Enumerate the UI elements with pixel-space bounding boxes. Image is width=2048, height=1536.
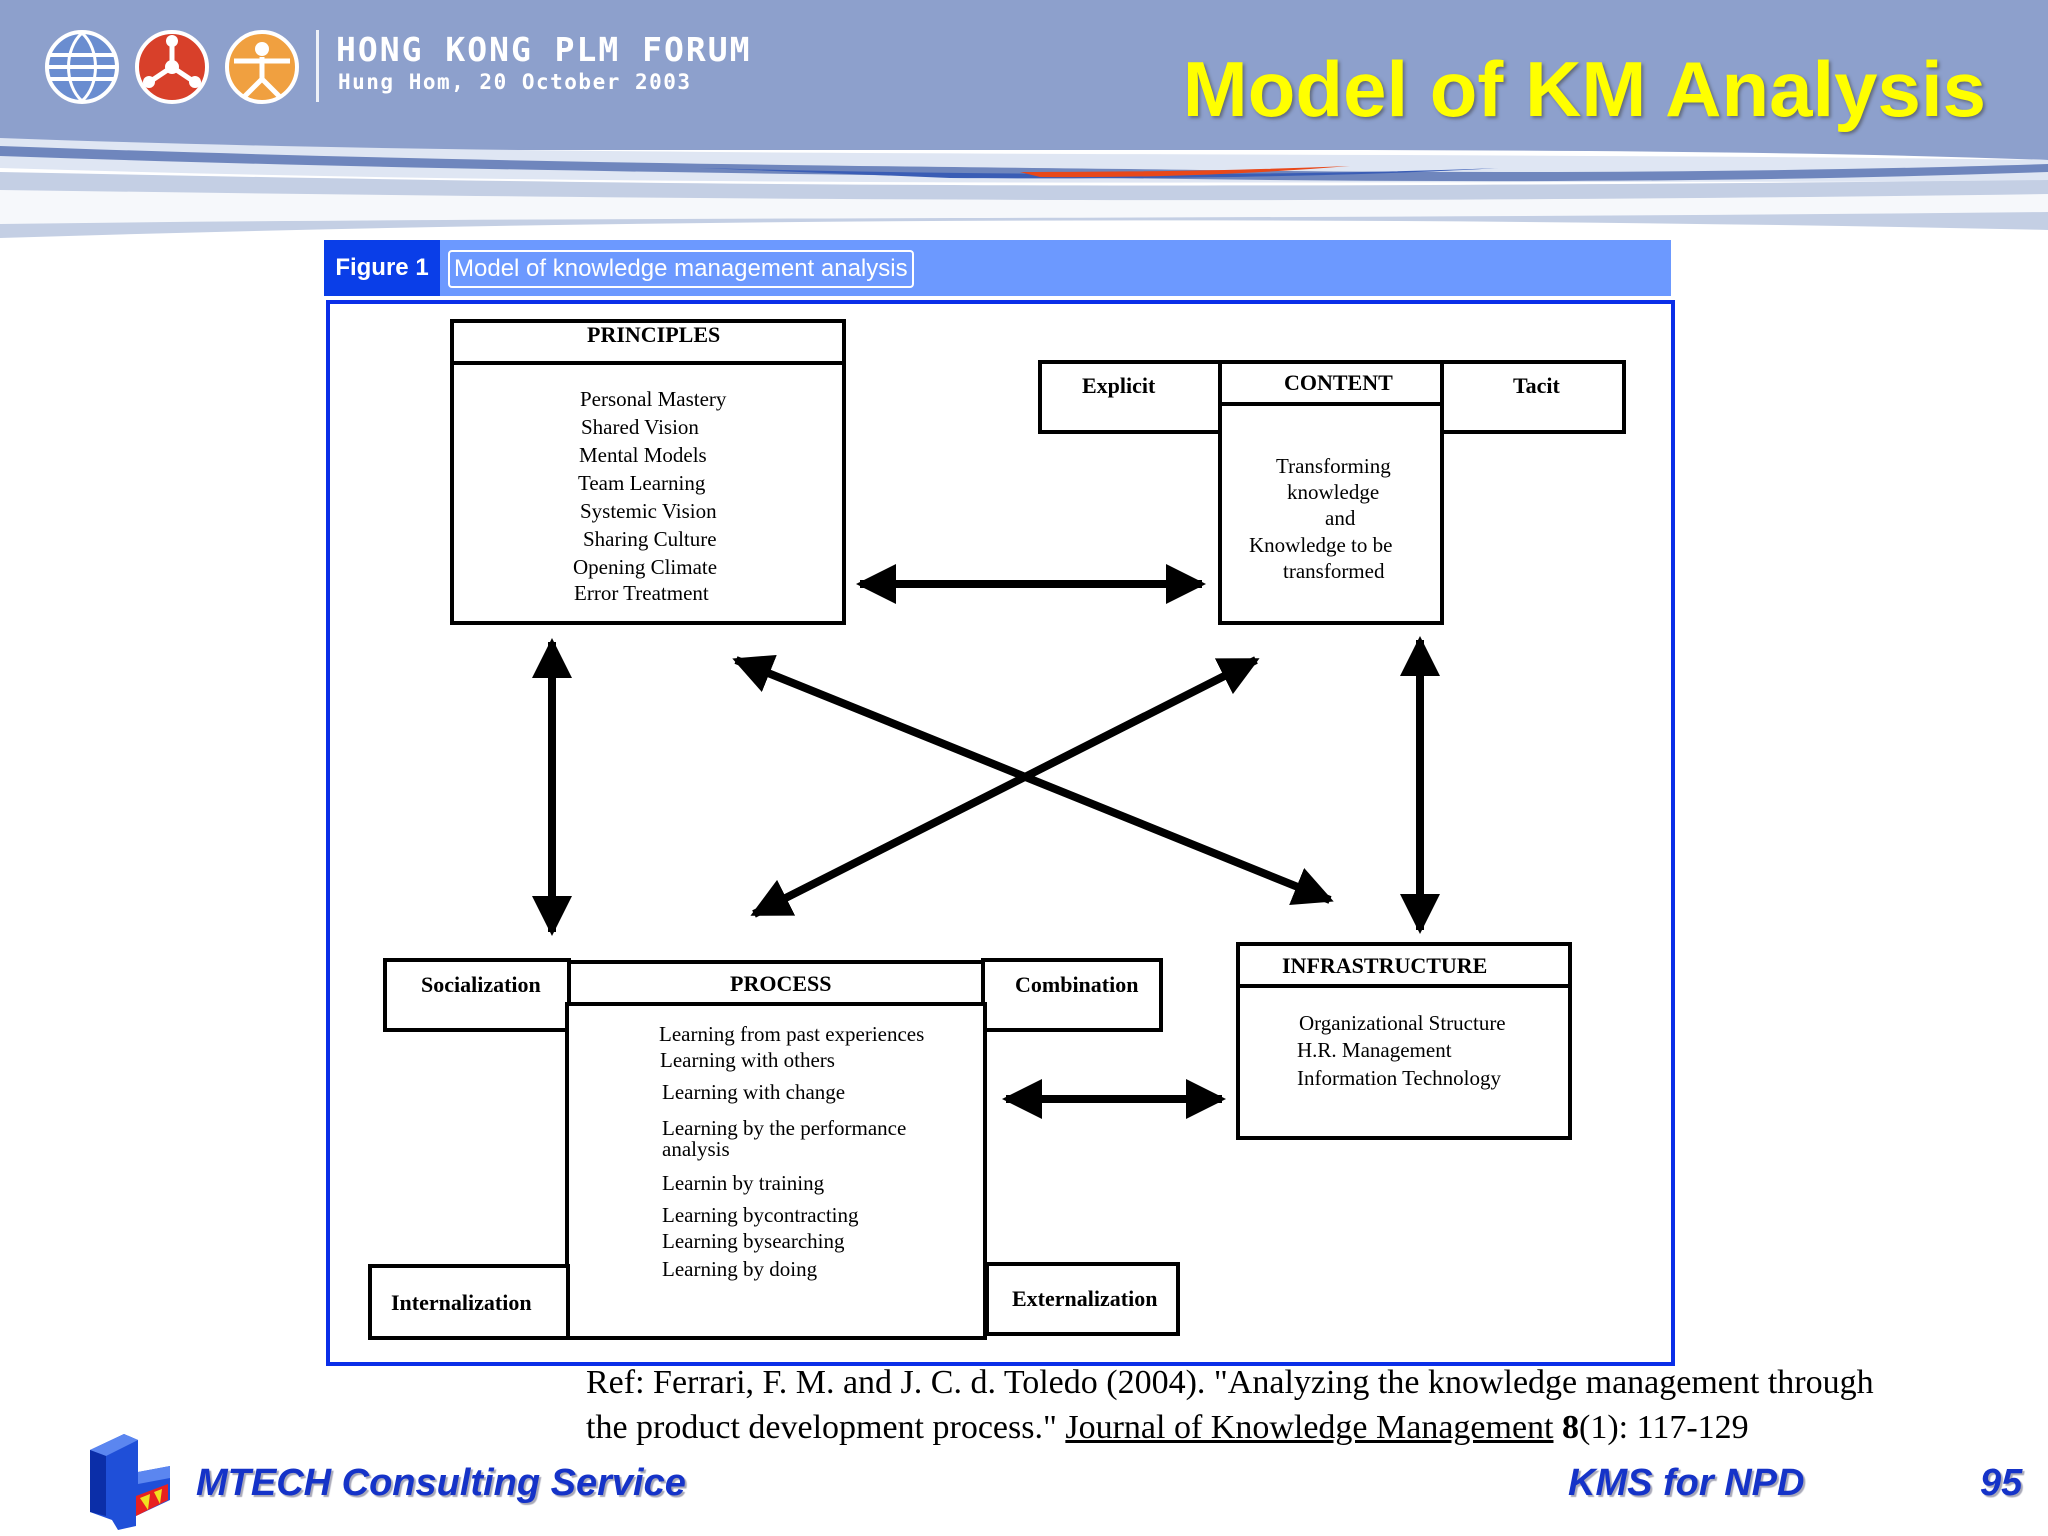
principles-item: Team Learning	[578, 471, 706, 495]
reference-citation: Ref: Ferrari, F. M. and J. C. d. Toledo …	[586, 1360, 1874, 1450]
process-item: analysis	[662, 1137, 730, 1161]
logo-separator	[316, 30, 319, 102]
forum-logos	[44, 28, 300, 106]
figure-caption-bar: Figure 1 Model of knowledge management a…	[324, 240, 1671, 296]
infrastructure-item: H.R. Management	[1297, 1038, 1452, 1062]
content-line: and	[1325, 506, 1356, 530]
principles-item: Systemic Vision	[580, 499, 717, 523]
content-box	[1218, 402, 1444, 625]
process-item: Learning with change	[662, 1080, 846, 1104]
globe-logo-icon	[45, 30, 119, 104]
reference-pages: (1): 117-129	[1579, 1409, 1749, 1446]
principles-item: Error Treatment	[574, 581, 709, 605]
reference-line-2: the product development process." Journa…	[586, 1405, 1874, 1450]
infrastructure-box	[1236, 984, 1572, 1140]
principles-item: Personal Mastery	[580, 387, 727, 411]
explicit-label: Explicit	[1082, 373, 1156, 398]
header-swoosh-decoration	[0, 120, 2048, 238]
footer-page-number: 95	[1980, 1462, 2023, 1504]
footer-company: MTECH Consulting Service	[196, 1462, 686, 1504]
forum-subtitle: Hung Hom, 20 October 2003	[338, 70, 692, 94]
socialization-label: Socialization	[421, 972, 541, 997]
process-item: Learning from past experiences	[659, 1022, 925, 1046]
infrastructure-item: Information Technology	[1297, 1066, 1502, 1090]
forum-title: HONG KONG PLM FORUM	[336, 30, 752, 69]
infrastructure-title: INFRASTRUCTURE	[1282, 953, 1488, 978]
principles-item: Mental Models	[579, 443, 707, 467]
principles-item: Sharing Culture	[583, 527, 717, 551]
combination-label: Combination	[1015, 972, 1139, 997]
figure-caption: Model of knowledge management analysis	[448, 250, 914, 288]
mtech-cube-logo-icon	[90, 1434, 170, 1530]
combination-box	[981, 958, 1163, 1032]
process-item: Learning by the performance	[662, 1116, 907, 1140]
tacit-label: Tacit	[1513, 373, 1560, 398]
process-item: Learning with others	[660, 1048, 835, 1072]
content-line: Transforming	[1276, 454, 1391, 478]
reference-line-2-start: the product development process."	[586, 1409, 1066, 1446]
principles-item: Opening Climate	[573, 555, 718, 579]
figure-badge: Figure 1	[324, 240, 440, 296]
principles-item: Shared Vision	[581, 415, 699, 439]
slide-title: Model of KM Analysis	[1182, 45, 1986, 133]
content-title: CONTENT	[1284, 370, 1393, 395]
internalization-label: Internalization	[391, 1290, 532, 1315]
footer-topic: KMS for NPD	[1568, 1462, 1805, 1504]
process-item: Learning bycontracting	[662, 1203, 859, 1227]
externalization-box	[985, 1262, 1180, 1336]
molecule-logo-icon	[135, 30, 209, 104]
content-line: transformed	[1283, 559, 1385, 583]
internalization-box	[368, 1264, 570, 1340]
infrastructure-item: Organizational Structure	[1299, 1011, 1506, 1035]
person-logo-icon	[225, 30, 299, 104]
principles-title: PRINCIPLES	[587, 322, 721, 347]
process-box	[565, 1002, 987, 1340]
process-item: Learning by doing	[662, 1257, 818, 1281]
process-item: Learnin by training	[662, 1171, 825, 1195]
principles-box	[450, 361, 846, 625]
process-item: Learning bysearching	[662, 1229, 845, 1253]
reference-line-1: Ref: Ferrari, F. M. and J. C. d. Toledo …	[586, 1364, 1874, 1401]
process-title: PROCESS	[730, 971, 832, 996]
explicit-box	[1038, 360, 1222, 434]
content-line: knowledge	[1287, 480, 1380, 504]
externalization-label: Externalization	[1012, 1286, 1158, 1311]
tacit-box	[1440, 360, 1626, 434]
content-line: Knowledge to be	[1249, 533, 1393, 557]
reference-journal: Journal of Knowledge Management	[1065, 1409, 1554, 1446]
reference-volume: 8	[1562, 1409, 1579, 1446]
